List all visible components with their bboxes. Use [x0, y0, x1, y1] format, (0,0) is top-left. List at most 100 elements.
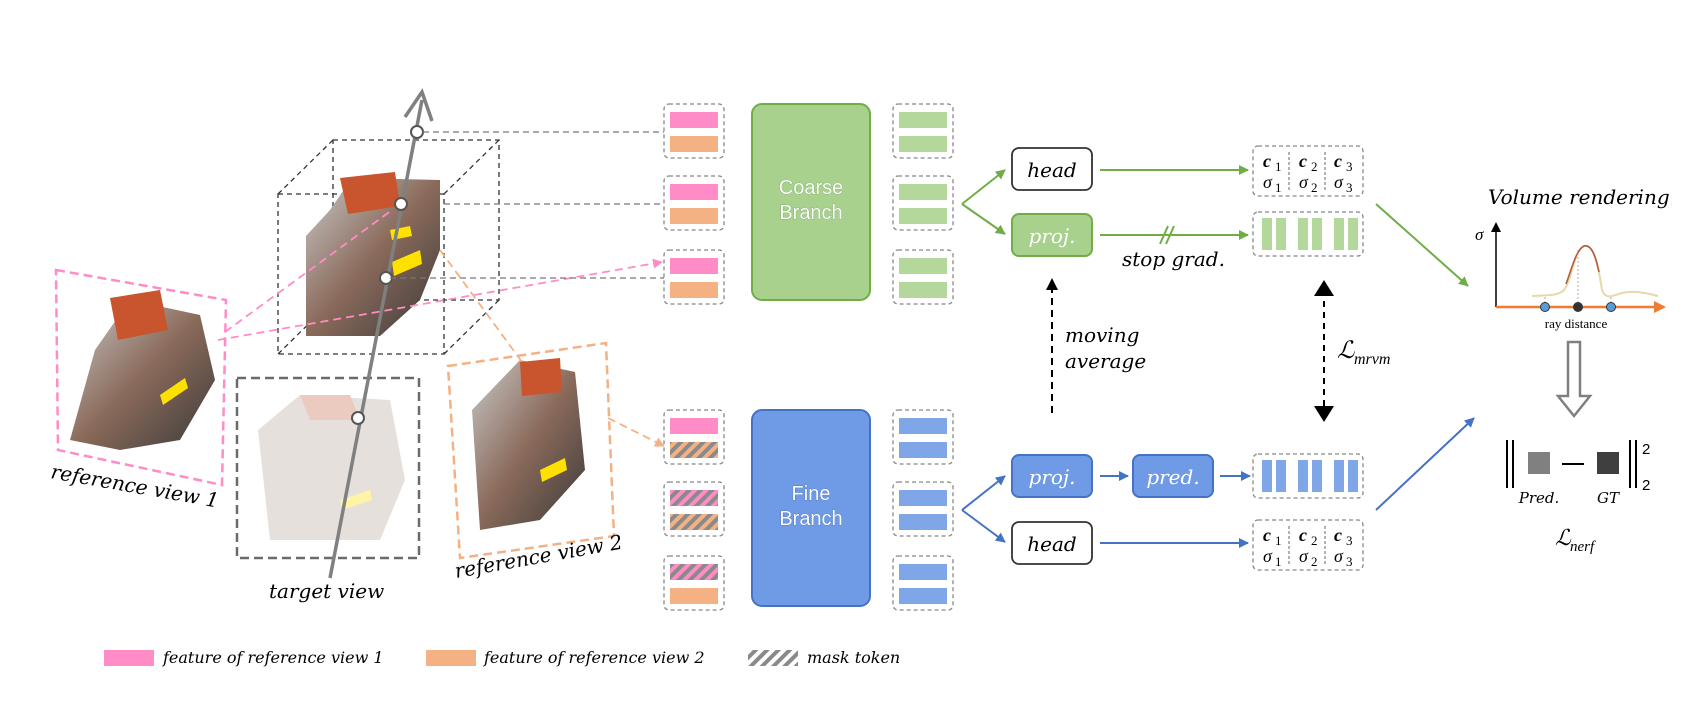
fine-output-features [892, 409, 954, 611]
coarse-s2-idx: 2 [1311, 180, 1318, 195]
fine-c2-idx: 2 [1311, 533, 1318, 548]
coarse-s3: σ [1334, 172, 1344, 192]
legend-swatch-mask [748, 650, 798, 666]
coarse-projected-features [1252, 211, 1364, 257]
target-view-frame [235, 376, 421, 560]
pred-label: Pred. [1518, 489, 1560, 507]
coarse-head-box: head [1011, 147, 1093, 191]
ray-sample-marker-2 [1573, 302, 1583, 312]
coarse-to-render-arrow [1375, 203, 1469, 287]
coarse-proj-box: proj. [1011, 213, 1093, 257]
coarse-s1: σ [1263, 172, 1273, 192]
gt-pixel [1597, 452, 1619, 474]
legend-label-ref2: feature of reference view 2 [483, 648, 705, 667]
pink-projection-line-1 [224, 209, 393, 333]
fine-split-arrows [961, 475, 1006, 543]
reference-view-1-image [70, 290, 215, 450]
ray-sample-marker-1 [1540, 302, 1550, 312]
fine-head-box: head [1011, 521, 1093, 565]
orange-projection-line-1 [439, 249, 523, 363]
legend: feature of reference view 1 feature of r… [104, 648, 900, 667]
coarse-head-label: head [1027, 158, 1076, 182]
stop-grad-label: stop grad. [1122, 247, 1225, 271]
fine-c3-idx: 3 [1346, 533, 1353, 548]
mrvm-arrow-bottom [1314, 406, 1334, 422]
fine-pred-box: pred. [1132, 454, 1214, 498]
fine-input-features [663, 409, 725, 611]
fine-s3-idx: 3 [1346, 554, 1353, 569]
coarse-s2: σ [1299, 172, 1309, 192]
feature-group-3 [663, 249, 725, 305]
coarse-branch: Coarse Branch [751, 103, 871, 301]
fine-s3: σ [1334, 546, 1344, 566]
coarse-s1-idx: 1 [1275, 180, 1282, 195]
reference-view-2-image [472, 358, 585, 530]
target-view-label: target view [269, 579, 384, 603]
coarse-output-features [892, 103, 954, 305]
coarse-c3: c [1334, 151, 1342, 171]
sigma-axis-label: σ [1475, 225, 1484, 244]
loss-mrvm-subscript: mrvm [1354, 351, 1390, 368]
fine-color-density-output: c 1 c 2 c 3 σ 1 σ 2 σ 3 [1252, 519, 1364, 571]
mrvm-arrow-top [1314, 280, 1334, 296]
stop-grad-mark [1159, 225, 1175, 245]
feature-group-2 [663, 175, 725, 231]
orange-projection-line-2 [607, 417, 665, 447]
fine-pred-label: pred. [1146, 465, 1199, 489]
target-view-image [258, 395, 405, 540]
legend-swatch-ref2 [426, 650, 476, 666]
camera-ray [328, 99, 424, 579]
render-to-loss-arrow [1555, 340, 1593, 419]
density-curve [1531, 244, 1659, 298]
masked-feature-group-1 [663, 409, 725, 465]
fine-branch: Fine Branch [751, 409, 871, 607]
fine-to-render-arrow [1375, 417, 1475, 511]
fine-s2-idx: 2 [1311, 554, 1318, 569]
coarse-branch-label-line1: Coarse [779, 177, 843, 199]
masked-feature-group-3 [663, 555, 725, 611]
fine-proj-box: proj. [1011, 454, 1093, 498]
coarse-c1-idx: 1 [1275, 159, 1282, 174]
moving-average-label-1: moving [1065, 323, 1139, 347]
fine-predicted-features [1252, 453, 1364, 499]
ray-sample-marker-3 [1606, 302, 1616, 312]
volume-rendering-plot: σ ray distance [1475, 222, 1666, 331]
fine-c3: c [1334, 525, 1342, 545]
ray-arrowhead [403, 88, 434, 122]
feature-group-1 [663, 103, 725, 159]
fine-s1: σ [1263, 546, 1273, 566]
fine-s1-idx: 1 [1275, 554, 1282, 569]
fine-c1: c [1263, 525, 1271, 545]
legend-label-ref1: feature of reference view 1 [162, 648, 384, 667]
gt-label: GT [1597, 489, 1620, 507]
pred-pixel [1528, 452, 1550, 474]
scene-illustration: reference view 1 reference view 2 target… [49, 88, 665, 603]
legend-label-mask: mask token [807, 648, 900, 667]
sample-to-feature-connectors [390, 131, 664, 279]
fine-proj-label: proj. [1029, 465, 1076, 489]
loss-nerf-symbol: ℒ [1555, 525, 1572, 550]
coarse-branch-label-line2: Branch [779, 202, 842, 224]
density-peak-curve [1565, 245, 1600, 285]
fine-s2: σ [1299, 546, 1309, 566]
coarse-c2: c [1299, 151, 1307, 171]
fine-branch-label-line1: Fine [792, 483, 831, 505]
masked-feature-group-2 [663, 481, 725, 537]
coarse-c3-idx: 3 [1346, 159, 1353, 174]
coarse-color-density-output: c 1 c 2 c 3 σ 1 σ 2 σ 3 [1252, 145, 1364, 197]
loss-mrvm-symbol: ℒ [1337, 338, 1355, 364]
sample-point-target [351, 411, 365, 425]
ray-sample-points [351, 125, 424, 425]
coarse-proj-label: proj. [1029, 224, 1076, 248]
fine-head-label: head [1027, 532, 1076, 556]
coarse-c1: c [1263, 151, 1271, 171]
nerf-loss-formula: 2 2 Pred. GT ℒ nerf [1506, 440, 1650, 555]
coarse-input-features [663, 103, 725, 305]
norm-superscript: 2 [1642, 441, 1650, 458]
coarse-s3-idx: 3 [1346, 180, 1353, 195]
moving-average-label-2: average [1065, 349, 1146, 373]
fine-c1-idx: 1 [1275, 533, 1282, 548]
fine-branch-label-line2: Branch [779, 508, 842, 530]
loss-nerf-subscript: nerf [1570, 539, 1596, 555]
